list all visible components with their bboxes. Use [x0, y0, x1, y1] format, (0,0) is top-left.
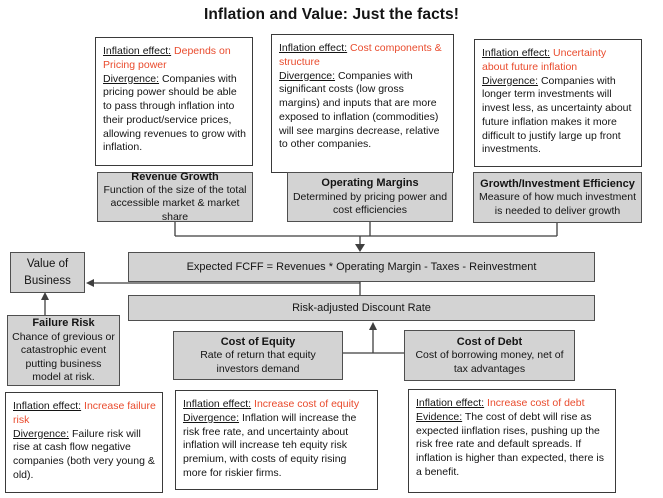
growth-investment-efficiency-box: Growth/Investment Efficiency Measure of …: [473, 172, 642, 223]
divergence-text: Companies with longer term investments w…: [482, 74, 632, 156]
divergence-text: Failure risk will rise at cash flow nega…: [13, 427, 155, 481]
driver-title: Operating Margins: [321, 177, 419, 190]
expected-fcff-bar: Expected FCFF = Revenues * Operating Mar…: [128, 252, 595, 282]
revenue-growth-box: Revenue Growth Function of the size of t…: [97, 170, 253, 223]
inflation-effect-uncertainty-box: Inflation effect: Uncertainty about futu…: [474, 39, 642, 167]
effect-value: Increase failure risk: [13, 400, 156, 426]
effect-label: Inflation effect:: [482, 47, 551, 59]
inflation-effect-debt-box: Inflation effect: Increase cost of debt …: [408, 389, 616, 493]
page-title: Inflation and Value: Just the facts!: [203, 6, 460, 23]
value-of-business-label: Value of Business: [24, 257, 71, 287]
inflation-effect-pricing-box: Inflation effect: Depends on Pricing pow…: [95, 37, 253, 166]
effect-label: Inflation effect:: [103, 45, 172, 57]
arrowhead-up-value-icon: [41, 292, 49, 300]
cost-of-equity-box: Cost of Equity Rate of return that equit…: [173, 331, 343, 380]
driver-title: Revenue Growth: [131, 170, 219, 183]
inflation-effect-equity-box: Inflation effect: Increase cost of equit…: [175, 390, 378, 490]
divergence-label: Divergence:: [103, 72, 160, 85]
divergence-label: Divergence:: [13, 427, 70, 440]
driver-body: Determined by pricing power and cost eff…: [292, 190, 448, 217]
discount-rate-text: Risk-adjusted Discount Rate: [292, 302, 431, 314]
failure-risk-box: Failure Risk Chance of grevious or catas…: [7, 315, 120, 386]
divergence-text: Inflation will increase the risk free ra…: [183, 411, 357, 479]
discount-rate-bar: Risk-adjusted Discount Rate: [128, 295, 595, 321]
driver-body: Function of the size of the total access…: [103, 184, 247, 223]
failure-risk-title: Failure Risk: [32, 317, 95, 330]
effect-label: Inflation effect:: [279, 42, 348, 54]
divergence-label: Divergence:: [482, 74, 539, 87]
arrowhead-down-fcff-icon: [355, 244, 365, 252]
cost-of-equity-body: Rate of return that equity investors dem…: [200, 349, 316, 375]
divergence-label: Divergence:: [279, 69, 336, 82]
driver-title: Growth/Investment Efficiency: [480, 177, 635, 190]
inflation-effect-failure-box: Inflation effect: Increase failure risk …: [5, 392, 163, 493]
effect-value: Cost components & structure: [279, 42, 442, 68]
divergence-label: Divergence:: [183, 411, 240, 424]
fcff-formula-text: Expected FCFF = Revenues * Operating Mar…: [186, 261, 537, 273]
divergence-text: Companies with significant costs (low gr…: [279, 69, 440, 151]
evidence-label: Evidence:: [416, 410, 463, 423]
failure-risk-body: Chance of grevious or catastrophic event…: [12, 330, 115, 384]
effect-value: Increase cost of equity: [254, 398, 360, 410]
effect-value: Depends on Pricing power: [103, 45, 231, 71]
effect-label: Inflation effect:: [183, 398, 252, 410]
effect-value: Increase cost of debt: [487, 397, 585, 409]
arrowhead-left-value-icon: [86, 279, 94, 287]
cost-of-debt-box: Cost of Debt Cost of borrowing money, ne…: [404, 330, 575, 381]
effect-label: Inflation effect:: [416, 397, 485, 409]
effect-label: Inflation effect:: [13, 400, 82, 412]
effect-value: Uncertainty about future inflation: [482, 47, 607, 73]
inflation-effect-costs-box: Inflation effect: Cost components & stru…: [271, 34, 454, 173]
cost-of-debt-body: Cost of borrowing money, net of tax adva…: [415, 349, 564, 375]
evidence-text: The cost of debt will rise as expected i…: [416, 410, 604, 478]
cost-of-debt-title: Cost of Debt: [456, 335, 523, 348]
cost-of-equity-title: Cost of Equity: [220, 335, 296, 348]
divergence-text: Companies with pricing power should be a…: [103, 72, 246, 154]
arrowhead-up-discount-icon: [369, 322, 377, 330]
driver-body: Measure of how much investment is needed…: [479, 191, 636, 217]
value-of-business-box: Value of Business: [10, 252, 85, 293]
operating-margins-box: Operating Margins Determined by pricing …: [287, 172, 453, 222]
